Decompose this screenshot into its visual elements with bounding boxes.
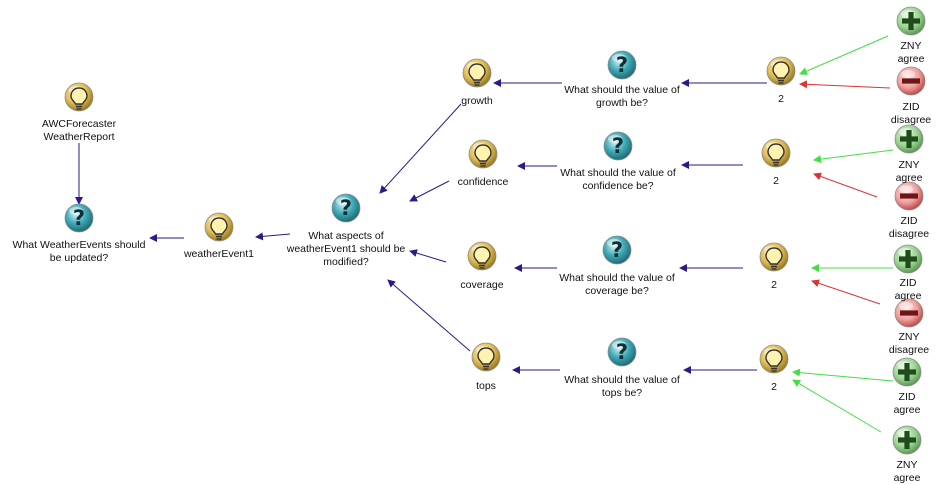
node-label-awc-report: AWCForecaster WeatherReport <box>41 118 117 143</box>
node-label-confidence: confidence <box>457 176 509 188</box>
svg-text:?: ? <box>612 134 624 158</box>
node-label-val-tops: 2 <box>771 381 777 393</box>
node-label-val-confidence: 2 <box>773 175 779 187</box>
node-label-confidence-pro: ZNY agree <box>895 159 923 184</box>
question-icon[interactable]: ? <box>331 193 361 223</box>
question-icon[interactable]: ? <box>607 337 637 367</box>
node-label-coverage-con: ZNY disagree <box>888 331 930 356</box>
node-label-tops: tops <box>476 380 496 392</box>
edge-layer <box>75 35 894 433</box>
lightbulb-icon[interactable] <box>462 58 492 88</box>
svg-text:?: ? <box>616 53 628 77</box>
lightbulb-icon[interactable] <box>759 242 789 272</box>
plus-icon[interactable] <box>892 425 922 455</box>
lightbulb-icon[interactable] <box>471 342 501 372</box>
lightbulb-icon[interactable] <box>759 344 789 374</box>
node-label-q-events: What WeatherEvents should be updated? <box>12 239 146 264</box>
node-label-growth: growth <box>461 95 493 107</box>
plus-icon[interactable] <box>892 357 922 387</box>
edge-confidence-pro <box>813 149 894 164</box>
node-label-growth-pro: ZNY agree <box>897 40 925 65</box>
edge-tops-pro2 <box>792 379 882 433</box>
node-label-val-growth: 2 <box>778 93 784 105</box>
question-icon[interactable]: ? <box>607 50 637 80</box>
node-label-growth-con: ZID disagree <box>890 101 932 126</box>
edge-confidence-con <box>813 172 878 198</box>
svg-text:?: ? <box>340 196 352 220</box>
lightbulb-icon[interactable] <box>64 82 94 112</box>
argument-map-canvas: ?????? <box>64 6 926 455</box>
svg-text:?: ? <box>73 206 85 230</box>
node-label-tops-pro1: ZID agree <box>893 391 921 416</box>
svg-text:?: ? <box>611 238 623 262</box>
node-label-coverage: coverage <box>460 279 504 291</box>
plus-icon[interactable] <box>893 244 923 274</box>
edge-growth-pro <box>799 35 889 75</box>
question-icon[interactable]: ? <box>603 131 633 161</box>
edge-q-aspects-to-weather-event1 <box>255 232 291 241</box>
edge-coverage-to-q-aspects <box>409 249 447 263</box>
node-label-coverage-pro: ZID agree <box>894 277 922 302</box>
node-label-weather-event1: weatherEvent1 <box>183 248 255 260</box>
lightbulb-icon[interactable] <box>204 212 234 242</box>
minus-icon[interactable] <box>896 66 926 96</box>
plus-icon[interactable] <box>894 124 924 154</box>
node-label-tops-pro2: ZNY agree <box>893 459 921 484</box>
lightbulb-icon[interactable] <box>761 138 791 168</box>
node-label-confidence-con: ZID disagree <box>888 215 930 240</box>
node-icon-layer: ?????? <box>64 6 926 455</box>
plus-icon[interactable] <box>896 6 926 36</box>
edge-growth-con <box>799 80 891 89</box>
edge-tops-pro1 <box>792 368 894 382</box>
minus-icon[interactable] <box>894 298 924 328</box>
edge-confidence-to-q-aspects <box>409 180 450 202</box>
minus-icon[interactable] <box>894 181 924 211</box>
node-label-q-aspects: What aspects of weatherEvent1 should be … <box>286 230 406 268</box>
node-label-q-tops: What should the value of tops be? <box>564 374 680 399</box>
question-icon[interactable]: ? <box>602 235 632 265</box>
node-label-q-confidence: What should the value of confidence be? <box>560 167 676 192</box>
edge-coverage-con <box>811 279 881 305</box>
question-icon[interactable]: ? <box>64 203 94 233</box>
edge-growth-to-q-aspects <box>379 103 462 194</box>
node-label-q-coverage: What should the value of coverage be? <box>559 272 675 297</box>
edge-tops-to-q-aspects <box>387 279 471 352</box>
lightbulb-icon[interactable] <box>467 241 497 271</box>
lightbulb-icon[interactable] <box>468 139 498 169</box>
lightbulb-icon[interactable] <box>766 56 796 86</box>
node-label-q-growth: What should the value of growth be? <box>564 84 680 109</box>
node-label-val-coverage: 2 <box>771 279 777 291</box>
svg-text:?: ? <box>616 340 628 364</box>
